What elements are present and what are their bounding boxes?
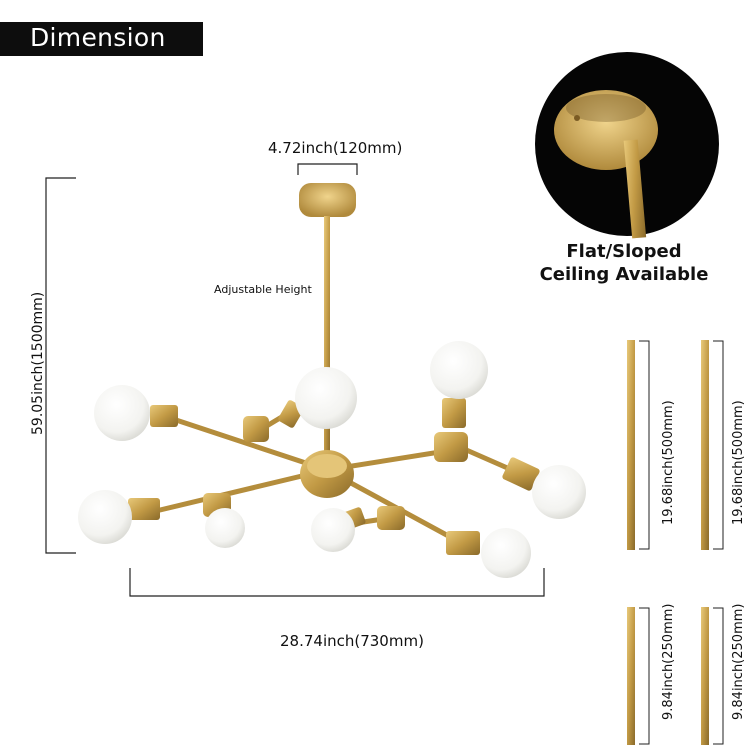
ceiling-note: Flat/Sloped Ceiling Available	[539, 240, 709, 286]
canopy-dimension-label: 4.72inch(120mm)	[268, 139, 403, 157]
canopy-dimension-line	[297, 163, 358, 175]
chandelier	[78, 183, 586, 578]
height-dimension-line	[45, 177, 76, 554]
adjustable-height-label: Adjustable Height	[214, 283, 312, 296]
banner-title: Dimension	[30, 23, 166, 52]
rod-label-1: 19.68inch(500mm)	[661, 400, 676, 525]
width-dimension-label: 28.74inch(730mm)	[280, 632, 424, 650]
ceiling-note-line1: Flat/Sloped	[566, 241, 682, 262]
height-dimension-label: 59.05inch(1500mm)	[30, 291, 46, 435]
rod-label-3: 9.84inch(250mm)	[661, 603, 676, 720]
dimension-banner: Dimension	[0, 22, 203, 56]
ceiling-detail-photo	[535, 52, 719, 239]
rod-label-2: 19.68inch(500mm)	[731, 400, 746, 525]
rod-label-4: 9.84inch(250mm)	[731, 603, 746, 720]
extension-rods	[627, 340, 724, 745]
width-dimension-line	[129, 568, 545, 597]
ceiling-note-line2: Ceiling Available	[539, 264, 709, 285]
